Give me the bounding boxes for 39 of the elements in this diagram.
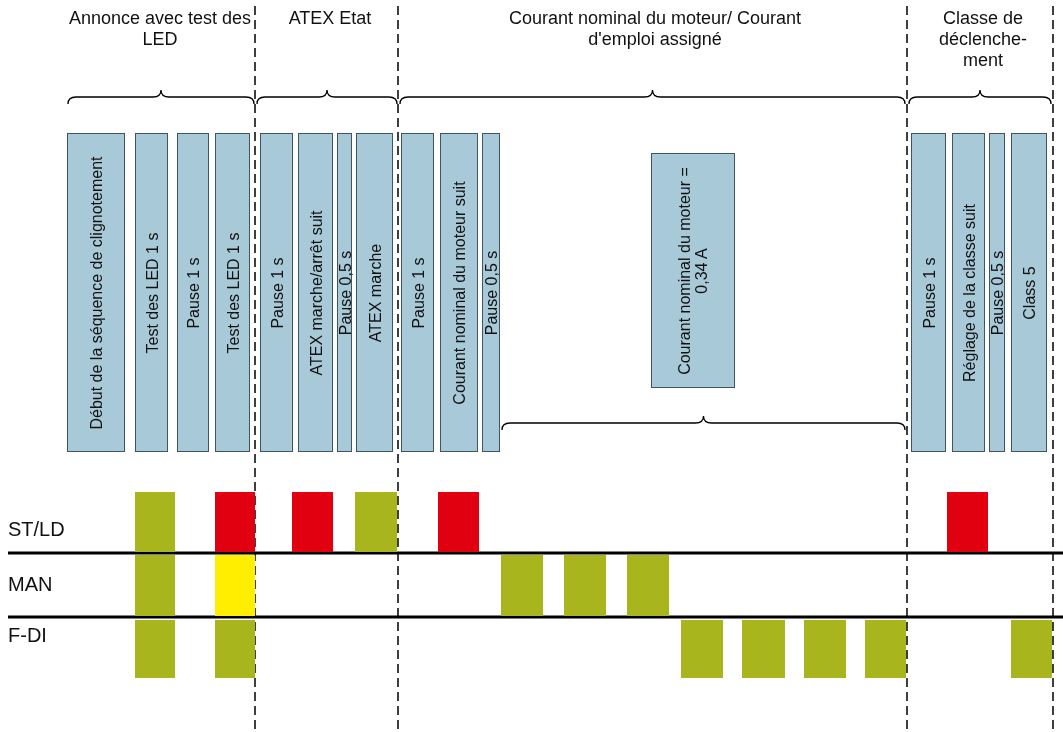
step-label: Pause 1 s [184,255,202,331]
section-heading: Classe de déclenche-ment [937,8,1029,71]
step-label: Pause 1 s [268,255,285,331]
step-label: Pause 0,5 s [336,249,353,337]
step-label: Courant nominal du moteur = 0,34 A [676,165,710,377]
step-label: Pause 0,5 s [482,249,500,337]
row-label: MAN [8,574,54,595]
step-box [989,133,1005,452]
step-box [651,153,735,388]
step-label: ATEX marche [366,242,383,344]
step-box [356,133,393,452]
step-label: Test des LED 1 s [224,231,241,356]
section-heading: ATEX Etat [287,8,373,29]
step-label: Réglage de la classe suit [960,202,977,384]
step-label: Pause 1 s [920,255,937,331]
row-label: F-DI [8,625,48,646]
row-label: ST/LD [8,519,66,540]
step-label: Class 5 [1020,264,1038,322]
step-box [298,133,333,452]
step-box [952,133,985,452]
step-box [1011,133,1047,452]
section-heading: Annonce avec test des LED [67,8,253,50]
step-label: Courant nominal du moteur suit [450,179,468,407]
step-box [911,133,946,452]
step-label: ATEX marche/arrêt suit [307,208,324,378]
step-label: Test des LED 1 s [143,231,160,356]
step-box [215,133,250,452]
step-label: Pause 0,5 s [988,249,1006,337]
step-box [482,133,500,452]
step-box [440,133,478,452]
step-label: Pause 1 s [409,255,426,331]
step-box [67,133,125,452]
step-box [337,133,352,452]
section-heading: Courant nominal du moteur/ Courant d'emploi assigné [507,8,803,50]
step-box [177,133,209,452]
step-box [401,133,434,452]
step-box [135,133,168,452]
step-box [260,133,293,452]
step-label: Début de la séquence de clignotement [87,154,105,432]
